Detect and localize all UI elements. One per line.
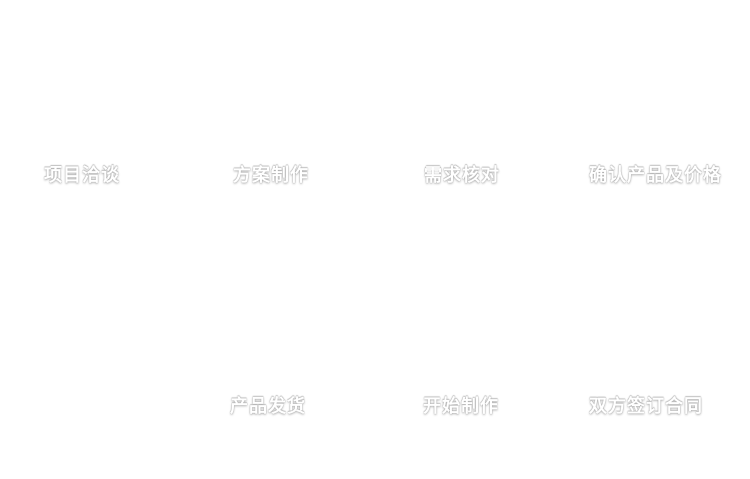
- step-label-confirm-product-price: 确认产品及价格: [589, 165, 722, 186]
- step-label-sign-contract: 双方签订合同: [589, 396, 703, 417]
- step-label-proposal-creation: 方案制作: [233, 165, 309, 186]
- step-label-requirement-check: 需求核对: [424, 165, 500, 186]
- step-label-start-production: 开始制作: [423, 396, 499, 417]
- step-label-product-shipping: 产品发货: [230, 396, 306, 417]
- step-label-project-negotiation: 项目洽谈: [44, 165, 120, 186]
